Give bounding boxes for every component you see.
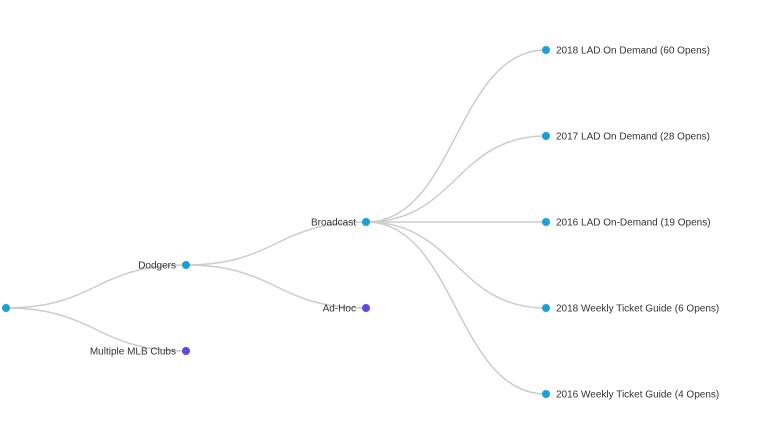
node-label-wtg-2016: 2016 Weekly Ticket Guide (4 Opens) [556,390,719,401]
node-label-lad-2016-od: 2016 LAD On-Demand (19 Opens) [556,218,711,229]
tree-node-lad-2017-od[interactable]: 2017 LAD On Demand (28 Opens) [542,132,710,143]
node-dot-lad-2016-od[interactable] [542,218,550,226]
tree-node-root[interactable] [2,304,10,312]
nodes-layer: 2018 LAD On Demand (60 Opens) 2017 LAD On… [2,46,719,401]
tree-node-multiple-mlb-clubs[interactable]: Multiple MLB Clubs [90,347,190,358]
node-dot-ad-hoc[interactable] [362,304,370,312]
node-label-lad-2017-od: 2017 LAD On Demand (28 Opens) [556,132,710,143]
node-dot-broadcast[interactable] [362,218,370,226]
node-dot-wtg-2016[interactable] [542,390,550,398]
link-dodgers-to-broadcast [185,221,367,266]
link-broadcast-to-lad-2017-od [365,135,547,223]
link-broadcast-to-lad-2018-od [365,49,547,223]
tree-node-ad-hoc[interactable]: Ad-Hoc [323,304,370,315]
links-layer [5,49,547,395]
tree-node-broadcast[interactable]: Broadcast [311,218,370,229]
node-label-multiple-mlb-clubs: Multiple MLB Clubs [90,347,176,358]
node-label-ad-hoc: Ad-Hoc [323,304,356,315]
link-broadcast-to-wtg-2018 [365,221,547,309]
node-dot-wtg-2018[interactable] [542,304,550,312]
node-dot-dodgers[interactable] [182,261,190,269]
link-dodgers-to-ad-hoc [185,264,367,309]
link-root-to-dodgers [5,264,187,309]
node-label-wtg-2018: 2018 Weekly Ticket Guide (6 Opens) [556,304,719,315]
tree-node-wtg-2016[interactable]: 2016 Weekly Ticket Guide (4 Opens) [542,390,719,401]
link-broadcast-to-wtg-2016 [365,221,547,395]
node-dot-root[interactable] [2,304,10,312]
node-label-lad-2018-od: 2018 LAD On Demand (60 Opens) [556,46,710,57]
tree-node-wtg-2018[interactable]: 2018 Weekly Ticket Guide (6 Opens) [542,304,719,315]
node-dot-multiple-mlb-clubs[interactable] [182,347,190,355]
tree-node-lad-2018-od[interactable]: 2018 LAD On Demand (60 Opens) [542,46,710,57]
node-label-broadcast: Broadcast [311,218,356,229]
tree-node-lad-2016-od[interactable]: 2016 LAD On-Demand (19 Opens) [542,218,711,229]
node-label-dodgers: Dodgers [138,261,176,272]
node-dot-lad-2017-od[interactable] [542,132,550,140]
node-dot-lad-2018-od[interactable] [542,46,550,54]
tree-node-dodgers[interactable]: Dodgers [138,261,190,272]
link-root-to-multiple-mlb-clubs [5,307,187,352]
